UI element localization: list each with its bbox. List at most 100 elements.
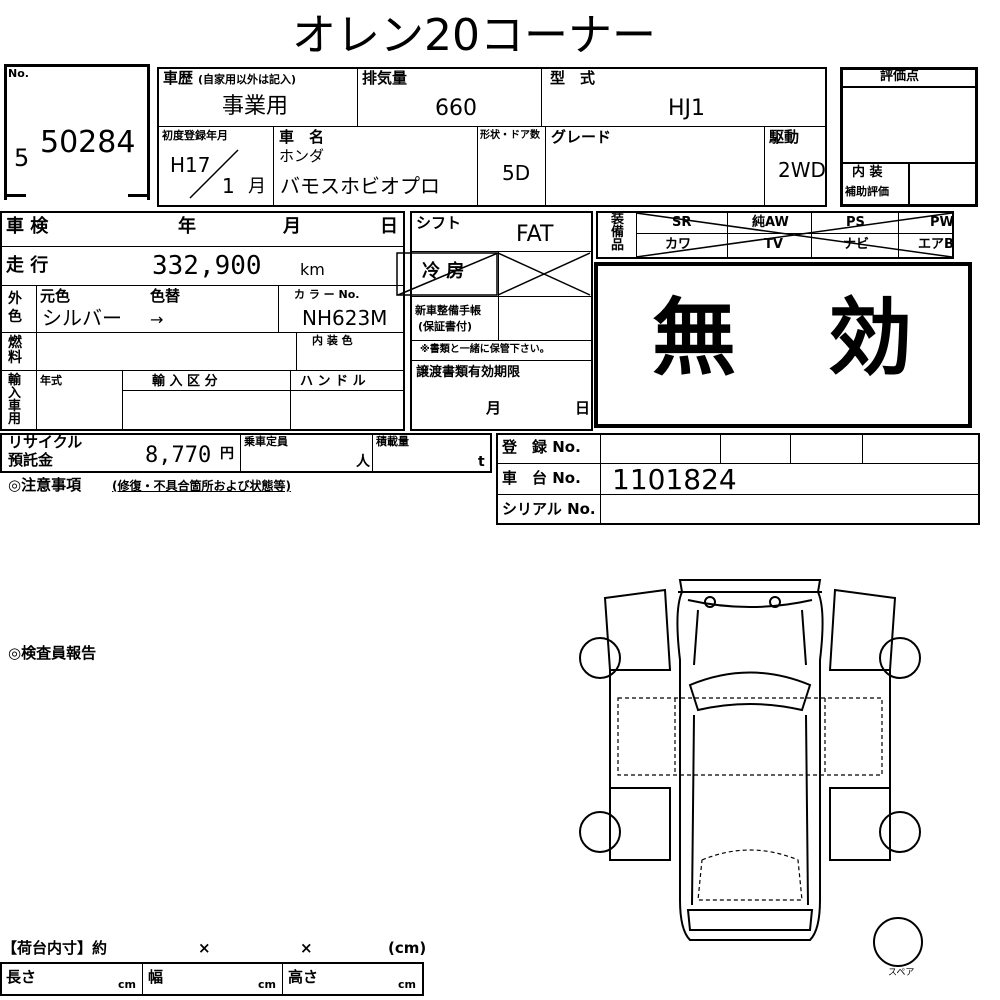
- rating-label: 評価点: [880, 69, 920, 84]
- number-label: No.: [8, 67, 29, 80]
- mileage-unit: km: [300, 260, 325, 279]
- transfer-day: 日: [575, 399, 591, 417]
- color-code-label: カ ラ ー No.: [294, 288, 360, 301]
- shift-value: FAT: [516, 222, 554, 247]
- exterior-color-label: 外色: [8, 291, 22, 325]
- aux-rating-label: 補助評価: [845, 185, 889, 198]
- spare-label: スペア: [888, 968, 914, 978]
- service-record-sub: (保証書付): [418, 320, 473, 333]
- import-label: 輸入車用: [8, 373, 22, 427]
- car-diagram: スペア: [579, 579, 923, 978]
- color-arrow: →: [150, 310, 164, 329]
- interior-rating-label: 内 装: [852, 165, 883, 180]
- import-category-label: 輸 入 区 分: [152, 374, 218, 389]
- cargo-length-label: 長さ: [6, 968, 37, 986]
- recycle-value: 8,770: [145, 443, 212, 468]
- recycle-unit: 円: [220, 446, 234, 462]
- history-note: (自家用以外は記入): [198, 73, 297, 86]
- history-value: 事業用: [222, 94, 289, 119]
- registration-label: 登 録 No.: [502, 438, 581, 456]
- load-unit: t: [478, 454, 485, 470]
- equip-tv: TV: [764, 237, 783, 252]
- cargo-grid: [0, 962, 424, 996]
- history-label: 車歴: [163, 69, 194, 87]
- registration-grid: [496, 433, 980, 525]
- car-maker: ホンダ: [279, 147, 325, 165]
- inspection-month: 月: [283, 216, 301, 237]
- cargo-length-unit: cm: [118, 978, 136, 991]
- equip-pw: PW: [930, 215, 954, 230]
- page-title: オレン20コーナー: [292, 10, 656, 61]
- capacity-label: 乗車定員: [244, 435, 288, 448]
- cargo-unit: (cm): [388, 939, 427, 957]
- service-record-label: 新車整備手帳: [415, 304, 481, 317]
- equip-navi: ナビ: [843, 237, 870, 252]
- equipment-label: 装備品: [611, 212, 625, 253]
- chassis-value: 1101824: [612, 463, 737, 496]
- doors-value: 5D: [502, 161, 531, 185]
- void-stamp-box: [594, 262, 972, 428]
- number-prefix: 5: [14, 144, 30, 172]
- mileage-label: 走 行: [6, 255, 49, 276]
- recycle-grid: [0, 433, 492, 473]
- load-label: 積載量: [376, 435, 409, 448]
- displacement-label: 排気量: [362, 69, 408, 87]
- first-reg-label: 初度登録年月: [162, 129, 228, 142]
- handle-label: ハ ン ド ル: [300, 374, 366, 389]
- caution-label: ◎注意事項: [8, 476, 82, 494]
- inspector-report-label: ◎検査員報告: [8, 644, 97, 662]
- model-type-value: HJ1: [668, 96, 706, 121]
- recycle-label-1: リサイクル: [8, 433, 83, 451]
- car-name-value: バモスホビオプロ: [280, 174, 440, 198]
- inspection-day: 日: [380, 216, 398, 237]
- recycle-label-2: 預託金: [8, 451, 54, 469]
- first-reg-year: H17: [170, 153, 211, 177]
- vehicle-info-grid: [157, 67, 827, 207]
- transfer-month: 月: [486, 399, 502, 417]
- drive-label: 駆動: [769, 128, 800, 146]
- inspection-year: 年: [178, 216, 196, 237]
- first-reg-month-unit: 月: [248, 176, 266, 197]
- cargo-label: 【荷台内寸】約: [2, 939, 108, 957]
- void-stamp: 無 効: [652, 289, 917, 387]
- vehicle-detail-grid: [0, 211, 405, 431]
- doors-label: 形状・ドア数: [480, 130, 540, 141]
- color-value: シルバー: [42, 306, 122, 330]
- number-box: [4, 64, 150, 200]
- car-name-label: 車 名: [279, 128, 325, 146]
- cargo-height-label: 高さ: [288, 968, 319, 986]
- equip-leather: カワ: [665, 237, 692, 252]
- number-value: 50284: [40, 125, 136, 160]
- cargo-x2: ×: [300, 939, 313, 957]
- changed-color-label: 色替: [150, 287, 181, 305]
- ac-cross-mark: [396, 252, 591, 296]
- cargo-width-unit: cm: [258, 978, 276, 991]
- cargo-height-unit: cm: [398, 978, 416, 991]
- caution-sub: (修復・不具合箇所および状態等): [112, 479, 291, 493]
- equipment-cross-mark: [635, 212, 953, 258]
- service-record-note: ※書類と一緒に保管下さい。: [420, 344, 550, 355]
- first-reg-month: 1: [222, 174, 235, 198]
- drive-value: 2WD: [778, 158, 826, 182]
- displacement-value: 660: [435, 96, 477, 121]
- transfer-label: 譲渡書類有効期限: [416, 365, 521, 380]
- inspection-label: 車 検: [6, 216, 49, 237]
- equipment-grid: [596, 211, 954, 259]
- equip-airbag: エアB: [918, 237, 954, 252]
- import-year-label: 年式: [40, 374, 62, 387]
- chassis-label: 車 台 No.: [502, 469, 581, 487]
- original-color-label: 元色: [40, 287, 71, 305]
- date-slash: [189, 149, 239, 199]
- mileage-value: 332,900: [152, 251, 262, 281]
- color-code: NH623M: [302, 306, 388, 330]
- interior-color-label: 内 装 色: [312, 334, 353, 347]
- shift-ac-grid: [410, 211, 593, 431]
- cargo-x1: ×: [198, 939, 211, 957]
- capacity-unit: 人: [356, 454, 370, 470]
- shift-label: シフト: [416, 214, 462, 232]
- cargo-width-label: 幅: [148, 968, 164, 986]
- ac-label: 冷 房: [422, 261, 465, 282]
- model-type-label: 型 式: [550, 69, 596, 87]
- serial-label: シリアル No.: [502, 500, 596, 518]
- equip-alloy-wheels: 純AW: [752, 215, 789, 230]
